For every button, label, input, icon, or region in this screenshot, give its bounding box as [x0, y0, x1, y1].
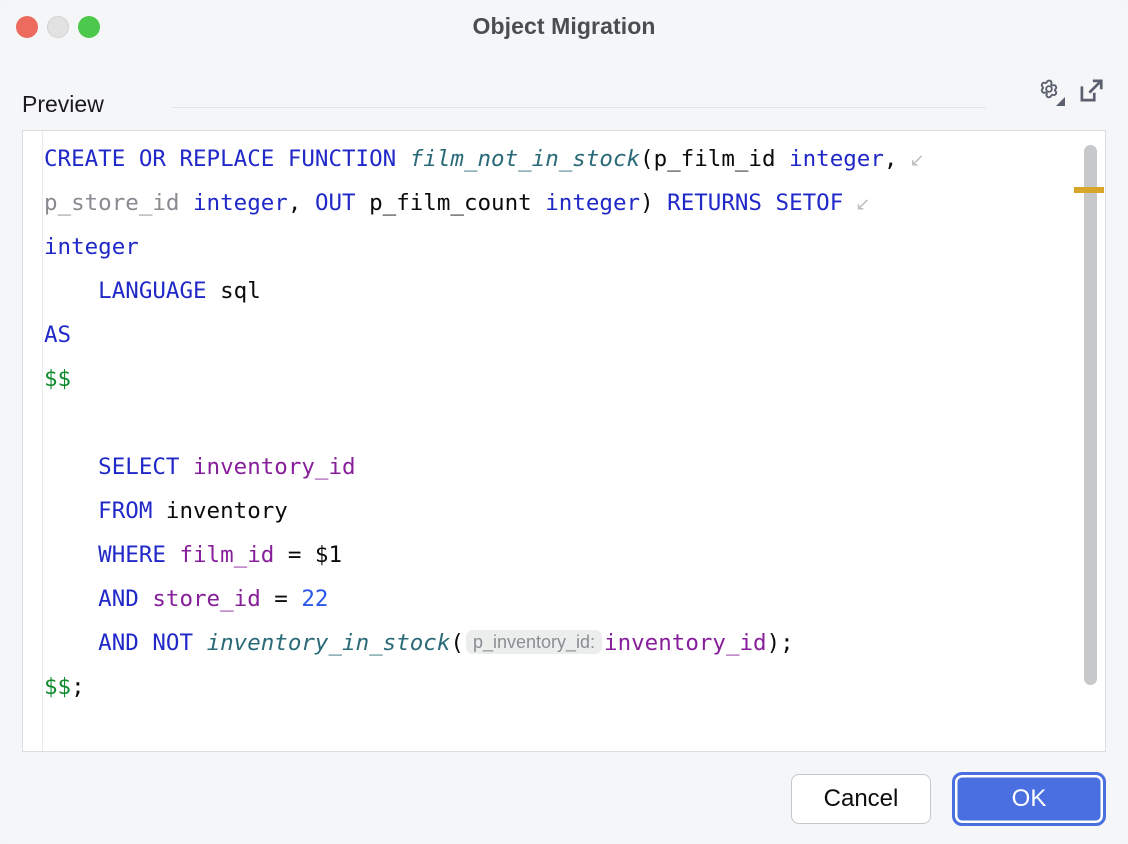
cancel-button[interactable]: Cancel [791, 774, 931, 824]
editor-gutter [23, 131, 43, 751]
scrollbar-change-marker [1074, 187, 1104, 193]
code-token: p_film_count [355, 190, 546, 216]
gear-icon[interactable] [1034, 76, 1065, 106]
code-token: RETURNS SETOF [667, 190, 844, 216]
code-token: integer [545, 190, 641, 216]
code-token: SELECT [44, 454, 194, 480]
code-line: ↳integer [44, 225, 1071, 269]
minimize-window-button[interactable] [47, 16, 69, 38]
code-line [44, 401, 1071, 445]
code-token: AS [44, 322, 72, 348]
code-token: ) [640, 190, 668, 216]
sql-code-content[interactable]: CREATE OR REPLACE FUNCTION film_not_in_s… [44, 137, 1071, 751]
code-token: (p_film_id [640, 146, 790, 172]
parameter-inlay-hint[interactable]: p_inventory_id: [465, 630, 603, 654]
code-token: film_not_in_stock [409, 146, 641, 172]
code-token: FROM [44, 498, 153, 524]
preview-separator [172, 107, 986, 108]
code-token: = $1 [274, 542, 343, 568]
editor-vertical-scrollbar[interactable] [1074, 145, 1104, 741]
code-token: integer [789, 146, 884, 172]
code-token: inventory_id [193, 454, 356, 480]
chevron-dropdown-indicator-icon [1056, 97, 1065, 106]
code-token: inventory_in_stock [206, 630, 451, 656]
code-line: WHERE film_id = $1 [44, 533, 1071, 577]
code-token: AND NOT [44, 630, 207, 656]
preview-toolbar [1034, 76, 1106, 106]
preview-header: Preview [22, 79, 1106, 128]
scrollbar-thumb[interactable] [1084, 145, 1097, 685]
code-token: film_id [179, 542, 275, 568]
code-token: inventory [152, 498, 288, 524]
window-controls [16, 16, 100, 38]
code-token: integer [44, 234, 139, 260]
dialog-footer: Cancel OK [791, 772, 1106, 826]
code-token: $$ [44, 366, 72, 392]
maximize-window-button[interactable] [78, 16, 100, 38]
close-window-button[interactable] [16, 16, 38, 38]
code-line: $$; [44, 665, 1071, 709]
code-token: ; [71, 674, 85, 700]
ok-button[interactable]: OK [952, 772, 1106, 826]
code-token: OUT [314, 190, 356, 216]
code-token: LANGUAGE [44, 278, 207, 304]
code-token: inventory_id [604, 630, 767, 656]
code-line: CREATE OR REPLACE FUNCTION film_not_in_s… [44, 137, 1071, 181]
code-token: , [883, 146, 898, 172]
code-token: ); [766, 630, 794, 656]
code-token: sql [206, 278, 261, 304]
code-token: AND [44, 586, 153, 612]
open-in-external-editor-icon[interactable] [1076, 76, 1106, 106]
code-line: FROM inventory [44, 489, 1071, 533]
code-token: p_store_id [44, 190, 194, 216]
window-title: Object Migration [472, 13, 656, 39]
sql-preview-editor[interactable]: CREATE OR REPLACE FUNCTION film_not_in_s… [22, 130, 1106, 752]
code-line: AND store_id = 22 [44, 577, 1071, 621]
titlebar: Object Migration [0, 0, 1128, 56]
preview-label: Preview [22, 88, 116, 120]
code-line: LANGUAGE sql [44, 269, 1071, 313]
soft-wrap-end-icon: ↙ [855, 194, 871, 215]
soft-wrap-end-icon: ↙ [909, 150, 925, 171]
code-token: = [260, 586, 302, 612]
code-line: AS [44, 313, 1071, 357]
code-token: store_id [152, 586, 261, 612]
code-token: WHERE [44, 542, 180, 568]
code-line: AND NOT inventory_in_stock(p_inventory_i… [44, 621, 1071, 665]
code-line: SELECT inventory_id [44, 445, 1071, 489]
code-token: 22 [301, 586, 329, 612]
code-token: integer [193, 190, 288, 216]
code-token: $$ [44, 674, 72, 700]
code-line: $$ [44, 357, 1071, 401]
code-token: CREATE OR REPLACE FUNCTION [44, 146, 410, 172]
code-line: ↳p_store_id integer, OUT p_film_count in… [44, 181, 1071, 225]
code-token: ( [450, 630, 464, 656]
code-token: , [287, 190, 315, 216]
